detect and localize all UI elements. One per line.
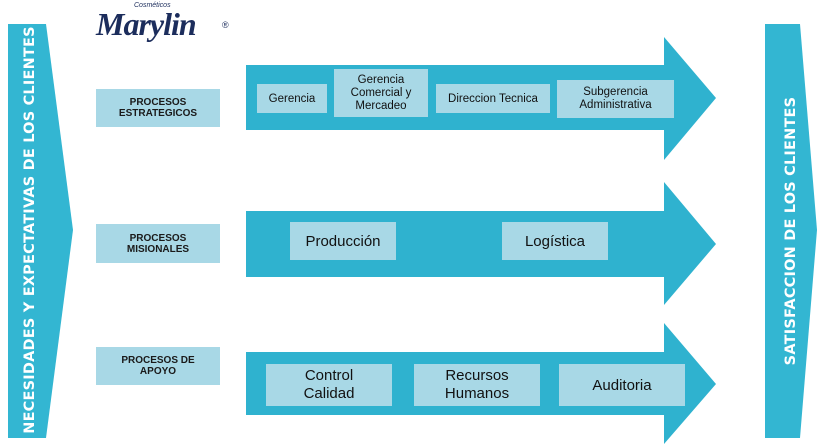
box-gerencia-comercial: Gerencia Comercial y Mercadeo xyxy=(334,69,428,117)
box-gerencia: Gerencia xyxy=(257,84,327,113)
row-label-apoyo: PROCESOS DE APOYO xyxy=(96,347,220,385)
logo-brand: Marylin xyxy=(96,6,197,42)
box-recursos-humanos: Recursos Humanos xyxy=(414,364,540,406)
box-logistica: Logística xyxy=(502,222,608,260)
logo-registered: ® xyxy=(222,20,229,30)
left-banner-text: NECESIDADES Y EXPECTATIVAS DE LOS CLIENT… xyxy=(22,26,38,434)
logo-prefix: Cosméticos xyxy=(134,2,171,9)
box-control-calidad: Control Calidad xyxy=(266,364,392,406)
box-direccion-tecnica: Direccion Tecnica xyxy=(436,84,550,113)
right-banner-text: SATISFACCION DE LOS CLIENTES xyxy=(783,96,799,366)
row-label-misionales: PROCESOS MISIONALES xyxy=(96,224,220,263)
box-subgerencia: Subgerencia Administrativa xyxy=(557,80,674,118)
box-auditoria: Auditoria xyxy=(559,364,685,406)
box-produccion: Producción xyxy=(290,222,396,260)
row-label-estrategicos: PROCESOS ESTRATEGICOS xyxy=(96,89,220,127)
row-arrow-misionales xyxy=(246,182,716,305)
left-banner-arrow xyxy=(8,24,73,438)
logo: Cosméticos Marylin ® xyxy=(96,2,236,46)
right-banner-arrow xyxy=(765,24,817,438)
